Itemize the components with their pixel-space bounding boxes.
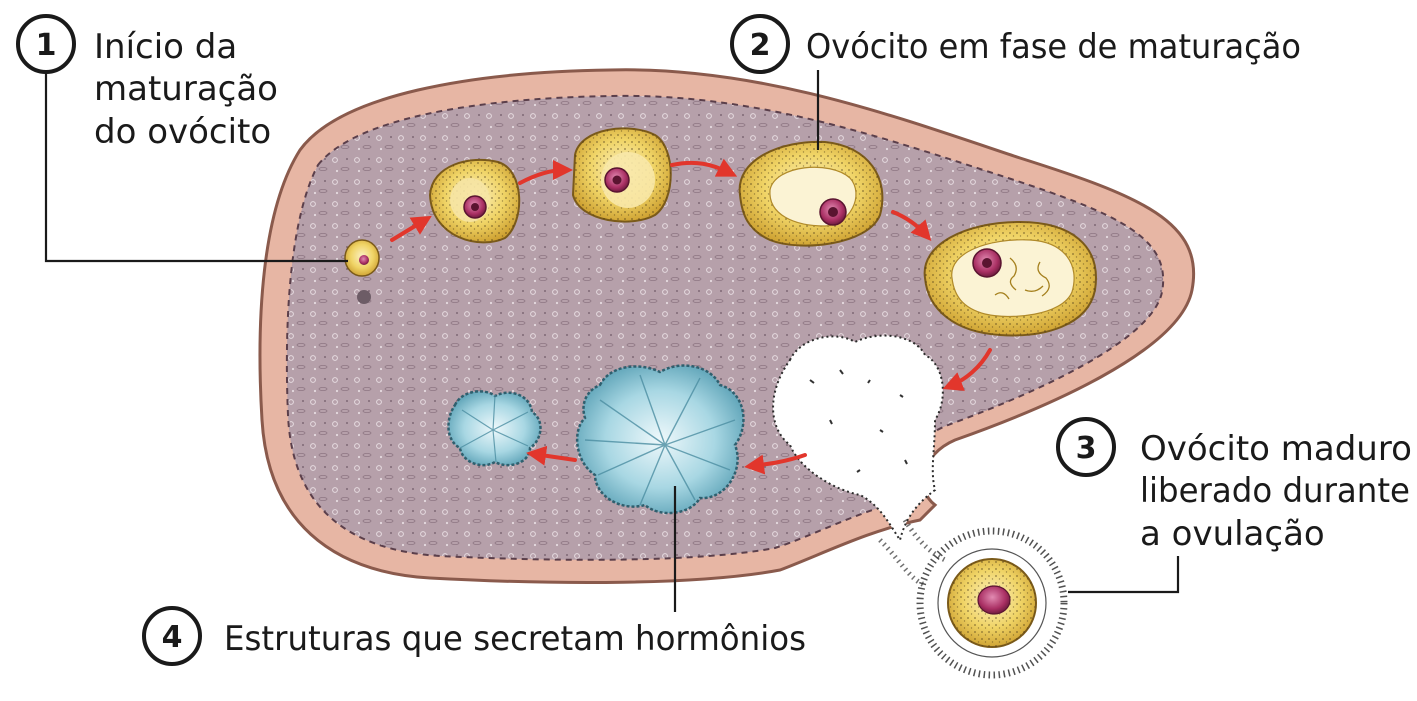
label-2-badge — [730, 14, 790, 74]
leader-line-1 — [44, 72, 348, 263]
leader-line-3 — [1068, 556, 1180, 594]
small-cell — [357, 290, 371, 304]
label-1-line-2: maturação — [94, 69, 278, 109]
label-3: 3 Ovócito maduro liberado durante a ovul… — [1056, 417, 1412, 554]
label-3-number: 3 — [1076, 431, 1097, 466]
label-4-line-1: Estruturas que secretam hormônios — [224, 619, 806, 659]
ruptured-follicle — [772, 334, 944, 543]
secondary-follicle — [571, 127, 672, 223]
maturing-follicle — [738, 140, 884, 247]
arrow-1 — [390, 215, 432, 242]
label-2-line-1: Ovócito em fase de maturação — [806, 27, 1301, 67]
label-2: 2 Ovócito em fase de maturação — [730, 14, 1301, 74]
primary-follicle — [428, 158, 521, 244]
label-3-line-3: a ovulação — [1140, 514, 1325, 554]
label-3-line-1: Ovócito maduro — [1140, 429, 1412, 469]
label-4-badge — [142, 606, 202, 666]
development-arrows — [390, 158, 992, 475]
label-4-number: 4 — [162, 620, 183, 655]
label-1: 1 Início da maturação do ovócito — [16, 14, 278, 152]
primordial-follicle — [344, 239, 380, 277]
label-1-badge — [16, 14, 76, 74]
label-3-line-2: liberado durante — [1140, 471, 1410, 511]
arrow-2 — [518, 160, 573, 185]
label-1-number: 1 — [36, 28, 57, 63]
arrow-6 — [744, 453, 807, 475]
arrow-4 — [891, 210, 932, 241]
label-1-line-3: do ovócito — [94, 112, 271, 152]
corpus-luteum — [575, 364, 745, 515]
label-4: 4 Estruturas que secretam hormônios — [142, 606, 806, 666]
label-1-line-1: Início da — [94, 27, 237, 67]
released-oocyte — [878, 518, 1068, 679]
arrow-3 — [670, 158, 738, 177]
label-3-badge — [1056, 417, 1116, 477]
arrow-7 — [526, 445, 577, 466]
label-2-number: 2 — [750, 28, 771, 63]
corpus-albicans — [447, 390, 542, 467]
mature-follicle — [923, 220, 1097, 337]
arrow-5 — [942, 348, 992, 391]
